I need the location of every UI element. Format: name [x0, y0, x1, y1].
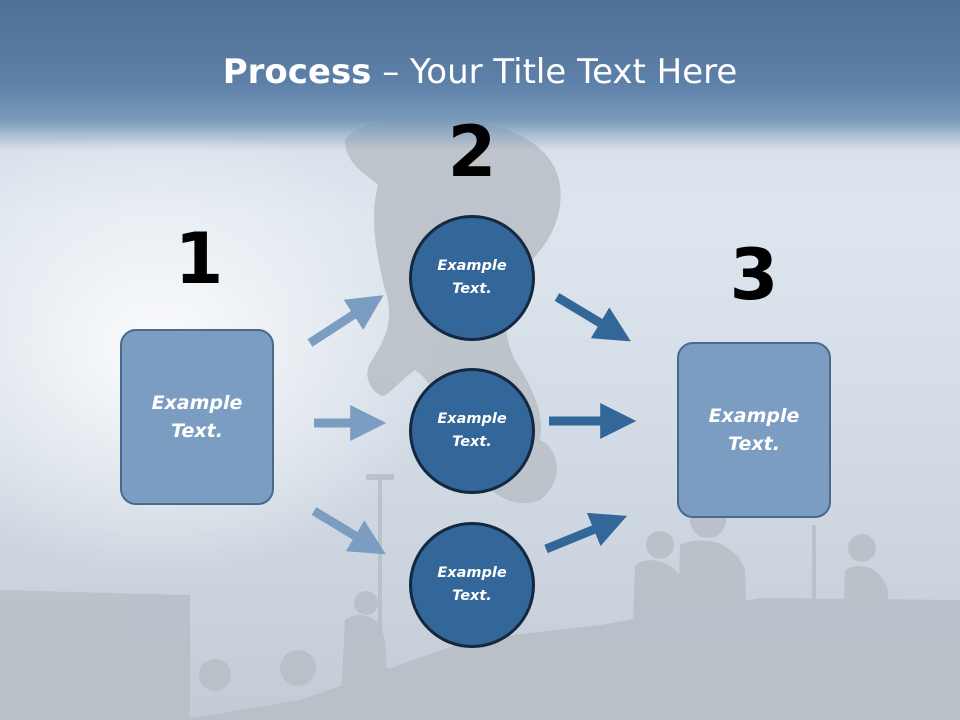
step-2-circle-bottom[interactable]: Example Text.: [409, 522, 535, 648]
step-1-box-text: Example Text.: [151, 391, 243, 443]
step-2-circle-top[interactable]: Example Text.: [409, 215, 535, 341]
step-3-box[interactable]: Example Text.: [677, 342, 831, 518]
step-number-3: 3: [729, 234, 779, 316]
step-number-2: 2: [447, 111, 497, 193]
arrow-circle-top-to-box3: [554, 293, 631, 342]
light-pole-top: [366, 474, 394, 480]
crowd-body: [675, 540, 750, 720]
title-bold: Process: [222, 52, 372, 92]
crowd-head: [199, 659, 231, 691]
crowd-head: [280, 650, 316, 686]
circle-top-text: Example Text.: [437, 257, 507, 297]
step-2-circle-middle[interactable]: Example Text.: [409, 368, 535, 494]
slide-title: Process – Your Title Text Here: [0, 52, 960, 92]
crowd-body: [340, 615, 390, 720]
crowd-body: [630, 560, 690, 720]
circle-bottom-text: Example Text.: [437, 564, 507, 604]
light-pole: [812, 525, 816, 625]
ramp-silhouette: [0, 590, 190, 720]
step-number-1: 1: [174, 218, 224, 300]
arrow-circle-bottom-to-box3: [544, 512, 627, 554]
crowd-head: [646, 531, 674, 559]
crowd-head: [354, 591, 378, 615]
crowd-body: [840, 566, 890, 720]
circle-middle-text: Example Text.: [437, 410, 507, 450]
light-pole: [378, 478, 382, 678]
header-band: [0, 0, 960, 150]
step-1-box[interactable]: Example Text.: [120, 329, 274, 505]
arrow-box1-to-circle-top: [307, 295, 384, 347]
arrow-box1-to-circle-bottom: [311, 507, 386, 555]
crowd-head: [848, 534, 876, 562]
title-rest: – Your Title Text Here: [371, 52, 738, 92]
step-3-box-text: Example Text.: [708, 404, 800, 456]
